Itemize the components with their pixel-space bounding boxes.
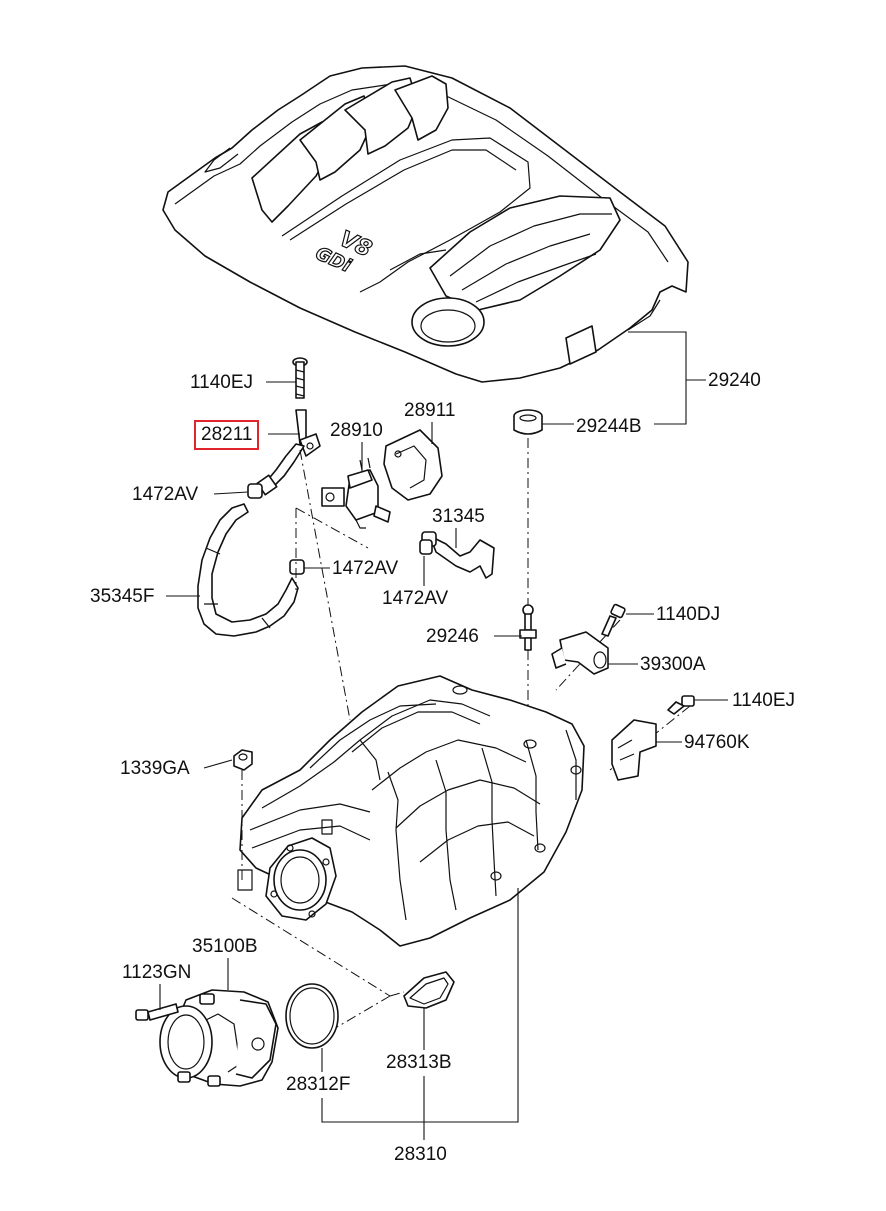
bracket-illustration[interactable]: [383, 429, 443, 501]
label-29244b[interactable]: 29244B: [576, 416, 642, 437]
label-28312f[interactable]: 28312F: [286, 1074, 351, 1095]
vacuum-hose-illustration[interactable]: [197, 503, 299, 637]
label-28211-highlighted[interactable]: 28211: [193, 420, 260, 450]
label-1339ga[interactable]: 1339GA: [120, 758, 190, 779]
label-1140ej-top[interactable]: 1140EJ: [190, 372, 254, 393]
hose-clamp-illustration[interactable]: [247, 483, 433, 575]
o-ring-illustration[interactable]: [285, 983, 339, 1049]
label-28310[interactable]: 28310: [394, 1144, 447, 1165]
label-1472av-lower[interactable]: 1472AV: [382, 588, 449, 609]
gasket-illustration[interactable]: [403, 971, 455, 1009]
throttle-body-illustration[interactable]: [159, 989, 279, 1087]
label-1472av-left[interactable]: 1472AV: [132, 484, 199, 505]
engine-cover-illustration[interactable]: V8 GDi: [162, 65, 689, 383]
label-35100b[interactable]: 35100B: [192, 936, 258, 957]
label-1472av-middle[interactable]: 1472AV: [332, 558, 399, 579]
bolt-1123gn-illustration[interactable]: [135, 1003, 179, 1021]
label-29240[interactable]: 29240: [708, 370, 761, 391]
bolt-illustration[interactable]: [292, 357, 308, 399]
label-35345f[interactable]: 35345F: [90, 586, 155, 607]
bolt-1140dj-illustration[interactable]: [601, 603, 626, 637]
hose-illustration[interactable]: [421, 531, 495, 579]
label-28910[interactable]: 28910: [330, 420, 383, 441]
bolt-1140ej-right-illustration[interactable]: [667, 695, 695, 715]
label-1140ej-right[interactable]: 1140EJ: [732, 690, 796, 711]
label-29246[interactable]: 29246: [426, 626, 479, 647]
bracket-94760k-illustration[interactable]: [611, 719, 657, 781]
sensor-illustration[interactable]: [551, 631, 609, 675]
label-94760k[interactable]: 94760K: [684, 732, 750, 753]
stud-illustration[interactable]: [519, 604, 537, 651]
label-31345[interactable]: 31345: [432, 506, 485, 527]
intake-manifold-illustration[interactable]: [237, 675, 585, 947]
label-28313b[interactable]: 28313B: [386, 1052, 452, 1073]
tube-bracket-illustration[interactable]: [256, 409, 321, 496]
leader-lines: [159, 331, 728, 1140]
label-1140dj[interactable]: 1140DJ: [656, 604, 721, 625]
label-1123gn[interactable]: 1123GN: [122, 962, 192, 983]
nut-illustration[interactable]: [233, 749, 253, 771]
label-28911[interactable]: 28911: [404, 400, 456, 421]
grommet-illustration[interactable]: [513, 409, 543, 435]
label-39300a[interactable]: 39300A: [640, 654, 706, 675]
purge-valve-illustration[interactable]: [321, 457, 391, 529]
